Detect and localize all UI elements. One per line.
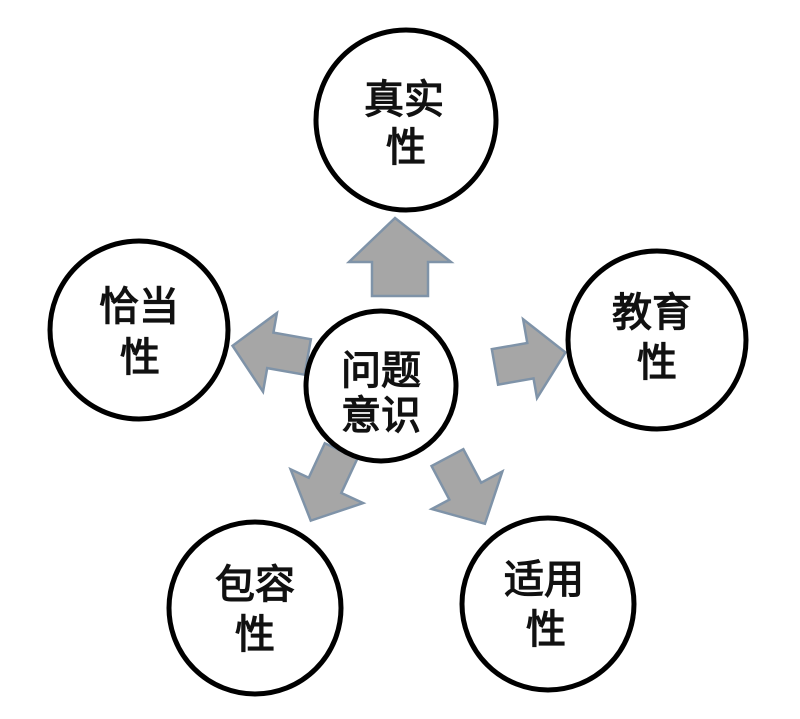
node-upper-right-line1: 教育 xyxy=(612,290,692,336)
node-lower-right-line2: 性 xyxy=(526,607,566,653)
node-lower-left-circle xyxy=(166,519,344,697)
node-upper-left-line1: 恰当 xyxy=(99,284,179,330)
arrow-to-top xyxy=(345,216,455,298)
center-node: 问题 意识 xyxy=(303,308,459,464)
node-top-line1: 真实 xyxy=(364,77,444,123)
node-upper-right-line2: 性 xyxy=(637,340,677,386)
arrow-to-upper-left xyxy=(230,310,313,396)
node-lower-right-circle xyxy=(459,515,637,693)
node-top-line2: 性 xyxy=(386,125,426,171)
node-top: 真实 性 xyxy=(313,27,499,213)
node-lower-right: 适用 性 xyxy=(459,515,637,693)
node-lower-left-line1: 包容 xyxy=(215,562,295,608)
node-upper-left-line2: 性 xyxy=(120,335,160,381)
arrow-to-upper-right xyxy=(490,316,568,402)
center-label-line2: 意识 xyxy=(341,393,421,439)
node-upper-left-circle xyxy=(47,238,231,422)
arrow-to-lower-right xyxy=(428,447,505,526)
node-upper-right: 教育 性 xyxy=(565,248,749,432)
arrows xyxy=(230,216,568,526)
node-upper-left: 恰当 性 xyxy=(47,238,231,422)
node-lower-right-line1: 适用 xyxy=(504,557,584,603)
node-top-circle xyxy=(313,27,499,213)
center-label-line1: 问题 xyxy=(341,348,421,394)
node-upper-right-circle xyxy=(565,248,749,432)
node-lower-left: 包容 性 xyxy=(166,519,344,697)
node-lower-left-line2: 性 xyxy=(235,612,275,658)
center-circle xyxy=(303,308,459,464)
